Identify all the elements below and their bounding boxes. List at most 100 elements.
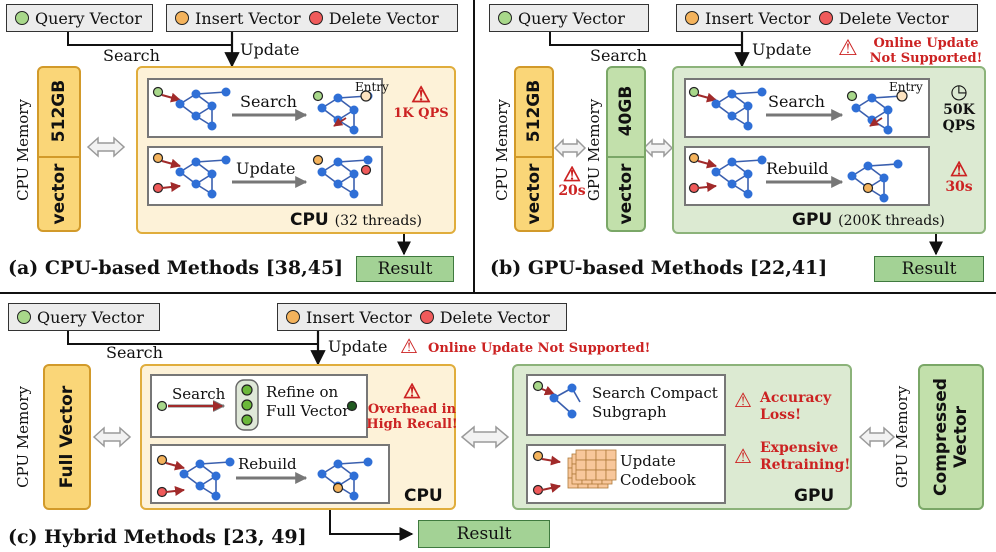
insert-delete-chip-a: Insert Vector Delete Vector	[166, 4, 458, 32]
graph-node	[207, 101, 217, 111]
query-vector-chip-b: Query Vector	[489, 4, 649, 32]
cpu-memory-block-b	[514, 66, 554, 232]
delete-dot-icon	[308, 11, 323, 25]
refine-line2: Full Vector	[266, 402, 350, 420]
graph-node	[191, 111, 201, 121]
warning-icon: ⚠	[403, 379, 421, 403]
graph-node	[727, 179, 737, 189]
graph-node	[349, 471, 359, 481]
input-arrow	[161, 158, 181, 169]
qps-value-a: 1K QPS	[393, 106, 449, 121]
query-vector-label: Query Vector	[518, 8, 625, 28]
qps-line1-b: 50K	[943, 102, 975, 118]
query-node	[846, 90, 858, 102]
graph-node	[349, 105, 359, 115]
memory-divider	[37, 156, 81, 158]
op-update-a: Update	[236, 159, 296, 178]
warning-icon: ⚠	[563, 162, 581, 186]
full-vector-block-c	[43, 364, 91, 510]
input-arrow	[541, 455, 561, 466]
graph-edge	[337, 461, 369, 465]
update-label-c: Update	[328, 337, 388, 356]
warning-icon: ⚠	[400, 334, 418, 358]
graph-node	[211, 491, 221, 501]
graph-node	[179, 469, 189, 479]
graph-node	[727, 157, 737, 167]
online-update-warning-c: Online Update Not Supported!	[428, 341, 651, 356]
insert-dot-icon	[685, 11, 699, 25]
codebook-subbox-c	[526, 444, 726, 504]
graph-node	[317, 167, 327, 177]
hw-name-b: GPU	[792, 210, 833, 230]
graph-node	[349, 189, 359, 199]
graph-node	[225, 457, 235, 467]
insert-node	[532, 450, 544, 462]
entry-node	[360, 90, 372, 102]
compact-search-subbox-c	[526, 374, 726, 436]
update-label-a: Update	[240, 40, 300, 59]
input-arrow	[161, 92, 181, 103]
insert-node	[152, 152, 164, 164]
graph-node	[567, 409, 577, 419]
codebook-cell	[585, 449, 597, 461]
op-rebuild-c: Rebuild	[238, 455, 297, 473]
gpu-label-c: GPU	[794, 486, 835, 506]
rebuild-time-b: 30s	[945, 179, 973, 195]
insert-node	[312, 154, 324, 166]
hw-name-a: CPU	[290, 210, 329, 230]
graph-edge	[731, 159, 763, 163]
search-path	[869, 117, 883, 127]
graph-node	[349, 169, 359, 179]
insert-dot-icon	[175, 11, 189, 25]
refine-dot	[241, 384, 253, 396]
query-vector-chip-a: Query Vector	[6, 4, 153, 32]
graph-edge	[867, 163, 899, 167]
graph-node	[195, 459, 205, 469]
entry-label-a: Entry	[355, 80, 389, 94]
graph-node	[195, 481, 205, 491]
caption-c: (c) Hybrid Methods [23, 49]	[8, 526, 307, 548]
graph-node	[711, 167, 721, 177]
warning-line1-b: Online Update	[873, 36, 979, 51]
threads-b: (200K threads)	[838, 213, 945, 229]
warning-icon: ⚠	[838, 36, 858, 61]
graph-node	[893, 159, 903, 169]
delete-node	[688, 182, 700, 194]
input-arrow	[697, 158, 717, 169]
search-path	[333, 117, 347, 127]
search-flow-c	[67, 330, 318, 345]
delete-dot-icon	[818, 11, 833, 25]
graph-node	[333, 459, 343, 469]
gpu-label-b: GPU (200K threads)	[792, 210, 945, 230]
query-dot-icon	[498, 11, 512, 25]
input-arrow	[165, 460, 185, 471]
graph-node	[757, 87, 767, 97]
query-dot-icon	[15, 11, 29, 25]
codebook-cell	[575, 459, 587, 471]
input-arrow	[697, 182, 717, 192]
graph-node	[221, 155, 231, 165]
clock-icon: ◷	[950, 79, 968, 103]
overhead-line2: High Recall!	[366, 417, 458, 432]
cpu-label-a: CPU (32 threads)	[290, 210, 422, 230]
delete-node	[152, 182, 164, 194]
refined-result-node	[346, 400, 358, 412]
entry-node	[896, 90, 908, 102]
insert-node	[156, 454, 168, 466]
insert-vector-label: Insert Vector	[306, 307, 412, 327]
refine-dot	[241, 414, 253, 426]
insert-vector-label: Insert Vector	[705, 8, 811, 28]
search-label-b: Search	[590, 46, 647, 65]
query-node	[688, 86, 700, 98]
gpu-memory-block-b	[606, 66, 646, 232]
delete-dot-icon	[419, 310, 434, 324]
refine-line1: Refine on	[266, 383, 339, 401]
codebook-line2: Codebook	[620, 471, 696, 489]
graph-node	[317, 103, 327, 113]
graph-node	[221, 87, 231, 97]
insert-delete-chip-b: Insert Vector Delete Vector	[676, 4, 978, 32]
delete-vector-label: Delete Vector	[838, 8, 949, 28]
graph-edge	[195, 159, 227, 163]
input-arrow	[165, 486, 185, 496]
graph-node	[851, 103, 861, 113]
